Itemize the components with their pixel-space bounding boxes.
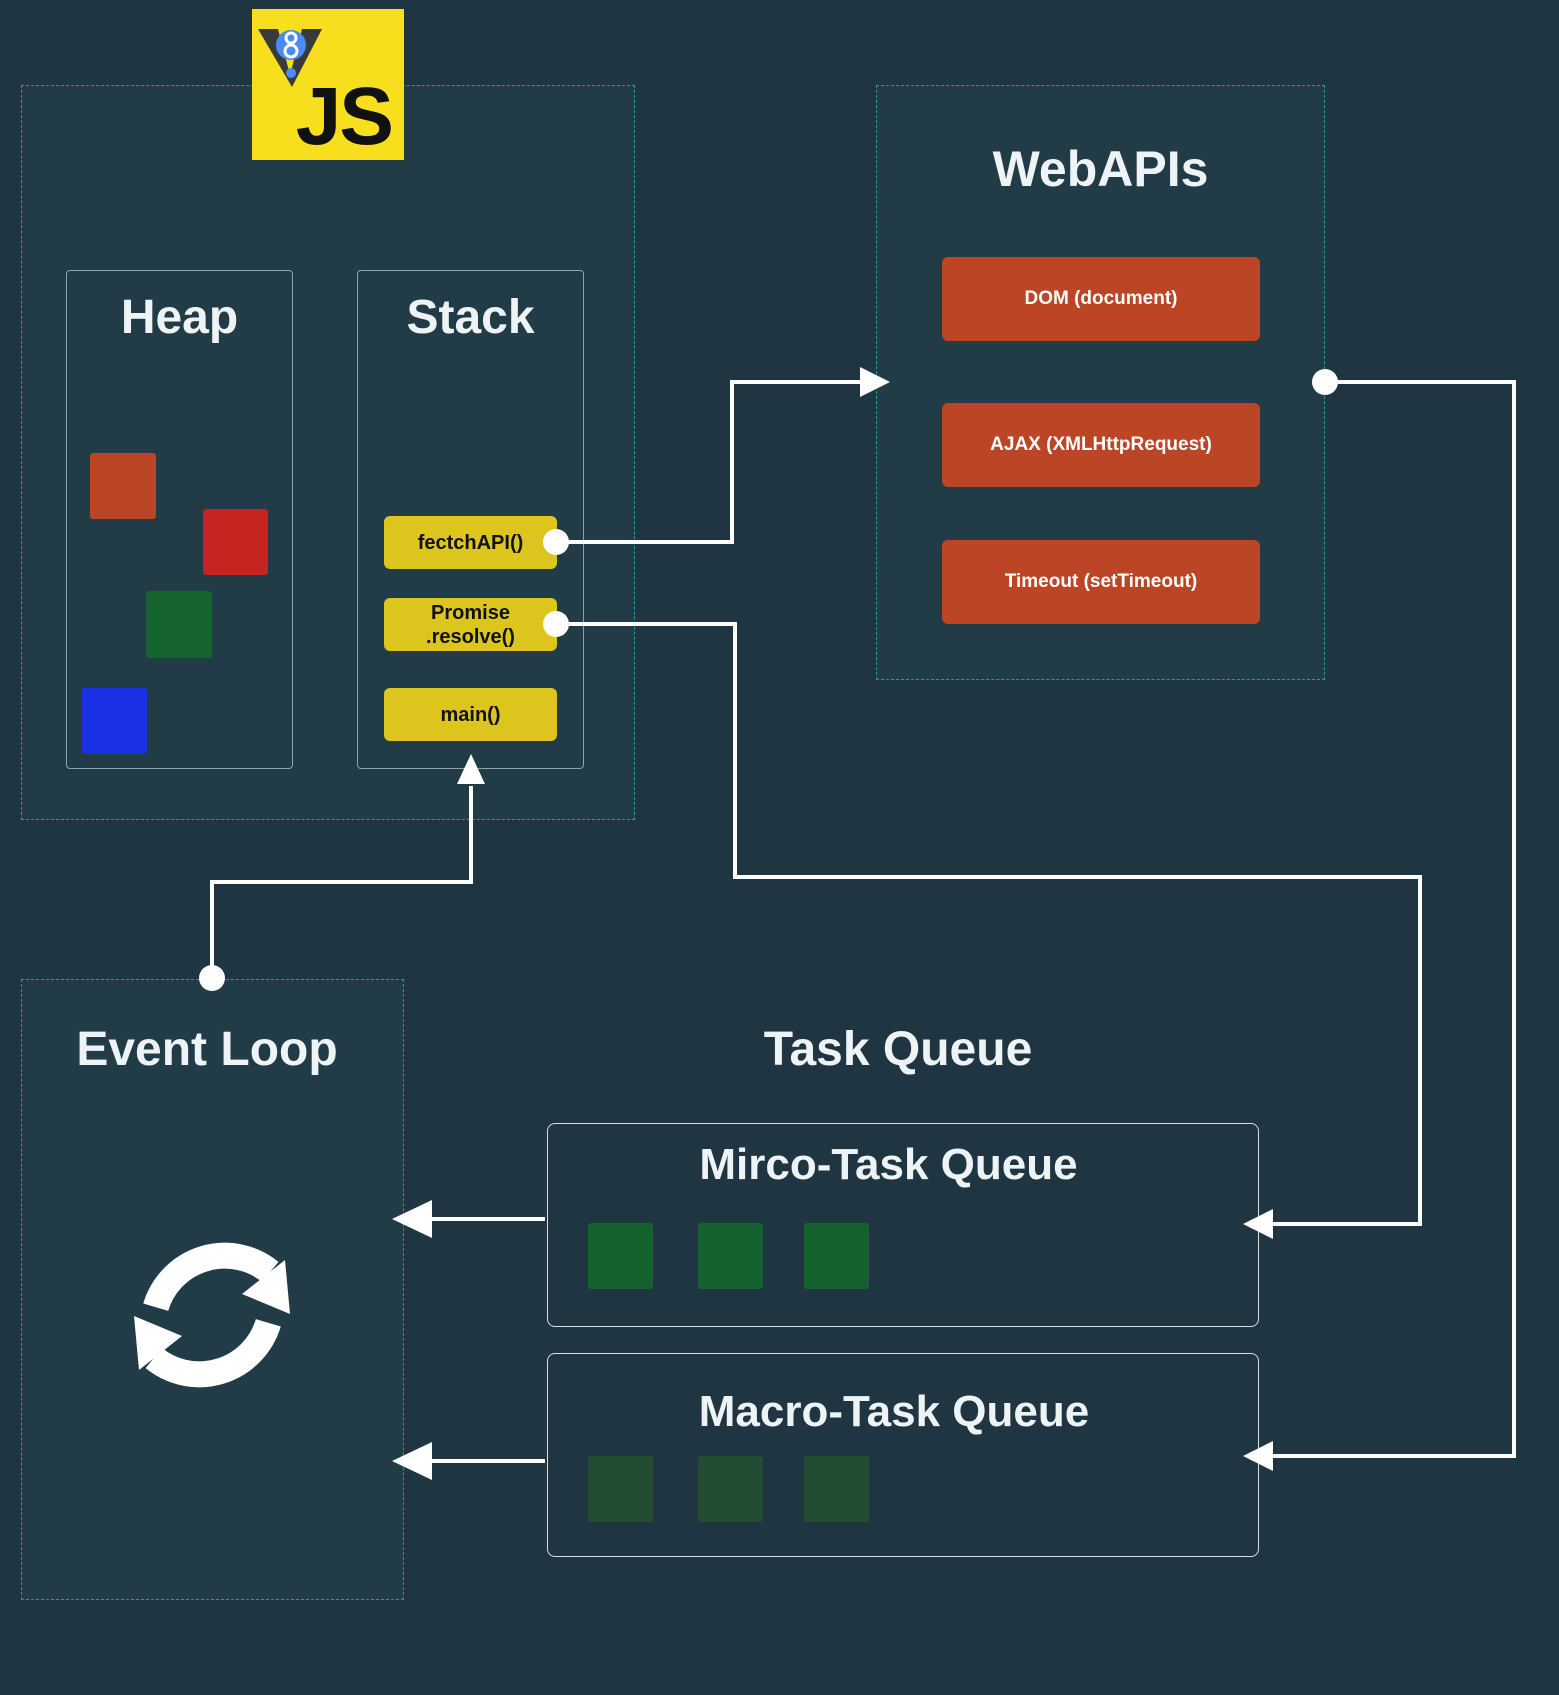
heap-object [82, 688, 147, 754]
loop-cycle-icon [134, 1242, 290, 1388]
task-queue-title: Task Queue [763, 1023, 1033, 1076]
arrowhead [1243, 1441, 1273, 1471]
macro-task-queue [547, 1353, 1259, 1557]
fetchapi-to-webapis-connector [556, 380, 862, 544]
stack-title: Stack [406, 291, 535, 344]
js-logo-text: JS [295, 71, 394, 162]
macro-task-queue-title: Macro-Task Queue [698, 1387, 1090, 1436]
stack-frame-promise-resolve: Promise .resolve() [384, 598, 557, 651]
event-loop-container [21, 979, 404, 1600]
macro-task [804, 1456, 869, 1522]
js-logo: JS [252, 9, 404, 160]
arrowhead [860, 367, 890, 397]
event-loop-to-stack-connector [210, 786, 473, 978]
micro-task-queue [547, 1123, 1259, 1327]
heap-title: Heap [120, 291, 239, 344]
heap-object [146, 591, 212, 658]
v8-icon [258, 29, 322, 87]
heap-object [203, 509, 268, 575]
arrowhead [1243, 1209, 1273, 1239]
stack-frame-main: main() [384, 688, 557, 741]
connector-dot [543, 529, 569, 555]
macro-task [588, 1456, 653, 1522]
micro-task [804, 1223, 869, 1289]
stack-frame-fetchapi: fectchAPI() [384, 516, 557, 569]
webapis-to-macro-queue-connector [1268, 380, 1516, 1458]
webapi-ajax: AJAX (XMLHttpRequest) [942, 403, 1260, 487]
heap-object [90, 453, 156, 519]
heap-panel [66, 270, 293, 769]
webapis-title: WebAPIs [992, 141, 1209, 197]
arrowhead [392, 1200, 432, 1238]
webapi-timeout: Timeout (setTimeout) [942, 540, 1260, 624]
arrowhead [457, 754, 485, 784]
webapi-dom: DOM (document) [942, 257, 1260, 341]
micro-task-queue-title: Mirco-Task Queue [699, 1140, 1078, 1189]
connector-dot [543, 611, 569, 637]
promise-to-micro-queue-connector [556, 622, 1422, 1226]
arrowhead [392, 1442, 432, 1480]
macro-task [698, 1456, 763, 1522]
connector-dot [1312, 369, 1338, 395]
micro-task [698, 1223, 763, 1289]
event-loop-title: Event Loop [76, 1023, 338, 1076]
micro-task [588, 1223, 653, 1289]
connector-dot [199, 965, 225, 991]
